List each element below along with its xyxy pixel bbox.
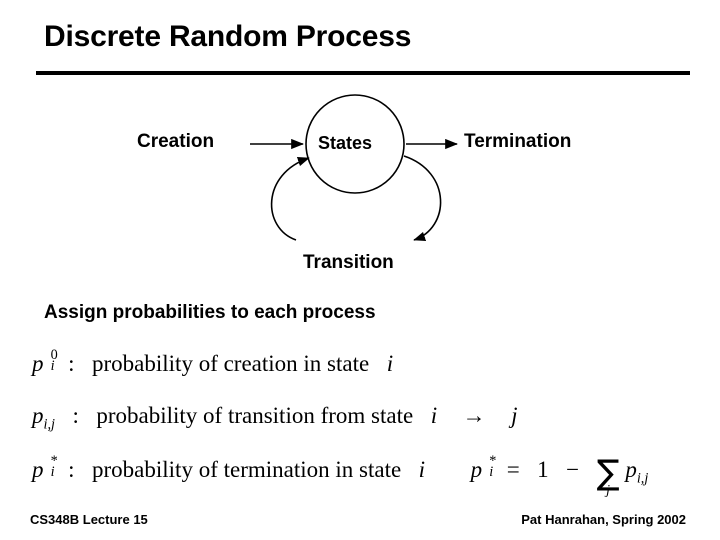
- diagram-label-creation: Creation: [137, 131, 215, 152]
- p-glyph: p: [32, 403, 44, 428]
- page-title: Discrete Random Process: [44, 20, 412, 53]
- equation-termination-probability: p*i0 : probability of termination in sta…: [32, 452, 649, 497]
- p-subscript: i: [50, 358, 55, 375]
- equation-text: probability of transition from state: [96, 403, 414, 428]
- symbol-p-creation: p0i0: [32, 347, 58, 376]
- minus-sign: −: [566, 457, 580, 482]
- equals-sign: =: [506, 457, 520, 482]
- equation-transition-probability: pi,j : probability of transition from st…: [32, 404, 517, 432]
- diagram-label-transition: Transition: [303, 252, 394, 273]
- sigma-icon: ∑: [596, 452, 620, 493]
- footer-author-label: Pat Hanrahan, Spring 2002: [521, 512, 686, 527]
- state-process-diagram: [0, 88, 720, 288]
- p-superscript: *: [50, 452, 58, 469]
- equation-creation-probability: p0i0 : probability of creation in state …: [32, 347, 394, 376]
- p-superscript: 0: [50, 346, 58, 363]
- variable-i: i: [386, 351, 394, 376]
- equation-text: probability of creation in state: [92, 351, 370, 376]
- symbol-p-termination-lhs: p*i0: [470, 453, 497, 482]
- footer-course-label: CS348B Lecture 15: [30, 512, 148, 527]
- p-superscript: *: [489, 452, 497, 469]
- summation-operator: ∑j: [596, 452, 620, 497]
- diagram-label-states: States: [318, 133, 373, 153]
- p-glyph: p: [625, 457, 637, 482]
- variable-i: i: [418, 457, 426, 482]
- symbol-p-termination: p*i0: [32, 453, 58, 482]
- bullet-assign-probabilities: Assign probabilities to each process: [44, 302, 376, 323]
- p-glyph: p: [32, 351, 44, 376]
- p-subscript: i: [50, 464, 55, 481]
- p-subscript: i,j: [43, 416, 55, 433]
- diagram-graphics: [250, 94, 458, 241]
- p-glyph: p: [32, 457, 44, 482]
- p-subscript: i: [489, 464, 494, 481]
- arrow-right-icon: →: [462, 403, 486, 428]
- summation-index: j: [606, 482, 611, 498]
- variable-j: j: [511, 403, 518, 428]
- colon: :: [68, 457, 75, 482]
- transition-arc-in: [270, 157, 310, 241]
- title-divider: [36, 71, 690, 75]
- states-node-circle: [305, 94, 405, 194]
- p-glyph: p: [470, 457, 483, 482]
- number-one: 1: [537, 457, 549, 482]
- transition-arc-out: [403, 155, 442, 241]
- variable-i: i: [430, 403, 438, 428]
- colon: :: [68, 351, 75, 376]
- p-subscript: i,j: [636, 470, 649, 487]
- diagram-label-termination: Termination: [464, 131, 572, 152]
- equation-text: probability of termination in state: [92, 457, 402, 482]
- colon: :: [72, 403, 79, 428]
